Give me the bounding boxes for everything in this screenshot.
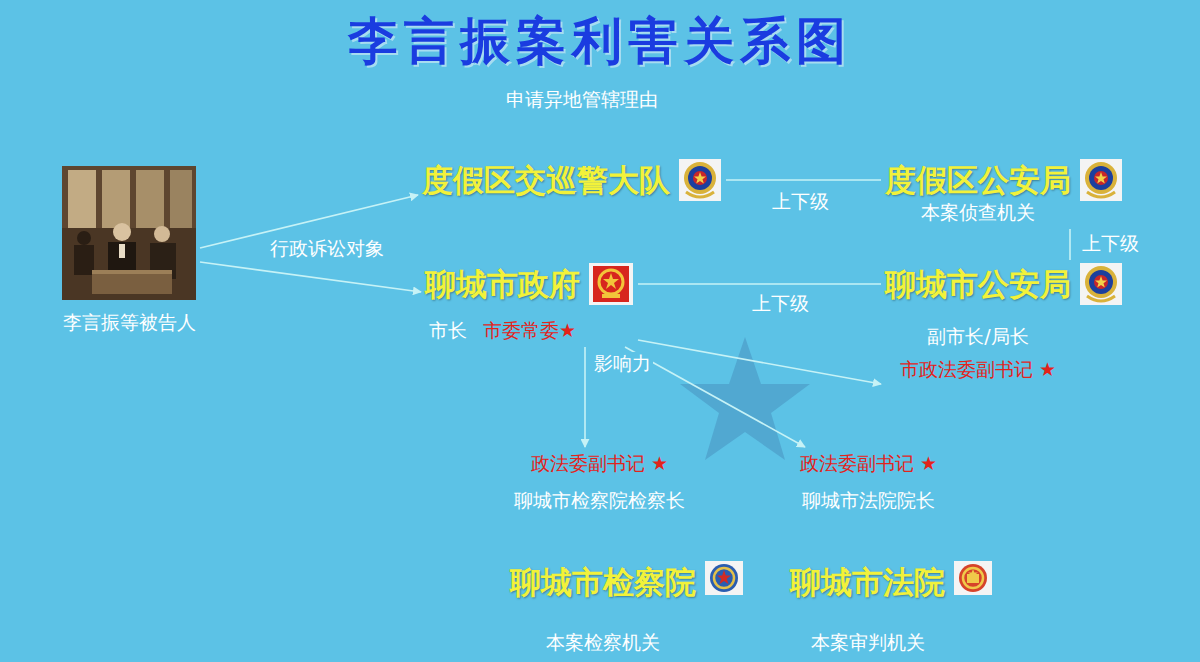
emblem-symbol — [1079, 262, 1123, 306]
text-row: 李言振等被告人 — [63, 310, 196, 335]
emblem-icon — [678, 158, 722, 206]
organ-name: 聊城市政府 — [425, 264, 580, 304]
text-row: 本案检察机关 — [546, 630, 660, 655]
emblem-icon — [704, 560, 744, 600]
emblem-symbol — [678, 158, 722, 202]
node-column: 聊城市法院本案审判机关 — [790, 562, 945, 655]
emblem-symbol — [588, 262, 634, 306]
node-box: 聊城市法院本案审判机关 — [786, 558, 997, 659]
edge-label: 上下级 — [770, 190, 831, 214]
party-post: 政法委副书记 ★ — [800, 451, 937, 476]
emblem-icon — [1079, 262, 1123, 310]
node-column: 政法委副书记 ★ 聊城市检察院检察长 — [514, 451, 685, 513]
node-box: 政法委副书记 ★ 聊城市检察院检察长 — [510, 447, 689, 517]
role-note: 副市长/局长 — [927, 324, 1028, 349]
connector-line — [638, 283, 881, 285]
party-post: 政法委副书记 ★ — [531, 451, 668, 476]
node-box: 政法委副书记 ★ 聊城市法院院长 — [796, 447, 941, 517]
node-column: 度假区交巡警大队 — [422, 160, 670, 200]
text-row: 度假区公安局 — [885, 160, 1071, 200]
courtroom-illustration — [62, 166, 196, 300]
connector-line — [1069, 229, 1071, 260]
node-box: 聊城市检察院本案检察机关 — [506, 558, 748, 659]
text-row: 聊城市检察院 — [510, 562, 696, 602]
edge-label: 上下级 — [1080, 232, 1141, 256]
role-note: 本案侦查机关 — [921, 200, 1035, 225]
node-column: 政法委副书记 ★ 聊城市法院院长 — [800, 451, 937, 513]
edge-label: 上下级 — [750, 292, 811, 316]
node-box: 度假区交巡警大队 — [418, 156, 726, 210]
connector-line — [584, 347, 586, 447]
party-post: 市委常委★ — [483, 318, 576, 343]
emblem-symbol — [953, 560, 993, 596]
edge-label: 影响力 — [592, 352, 653, 376]
node-column: 聊城市政府市长市委常委★ — [425, 264, 580, 343]
text-row: 度假区交巡警大队 — [422, 160, 670, 200]
node-column: 度假区公安局本案侦查机关 — [885, 160, 1071, 225]
node-box: 聊城市政府市长市委常委★ — [421, 260, 638, 347]
node-box: 度假区公安局本案侦查机关 — [881, 156, 1127, 229]
organ-name: 度假区公安局 — [885, 160, 1071, 200]
emblem-icon — [1079, 158, 1123, 206]
text-row: 政法委副书记 ★ — [800, 451, 937, 476]
subtitle-label: 申请异地管辖理由 — [506, 88, 658, 112]
role-note: 聊城市检察院检察长 — [514, 488, 685, 513]
role-note: 本案检察机关 — [546, 630, 660, 655]
organ-name: 聊城市公安局 — [885, 264, 1071, 304]
organ-name: 聊城市法院 — [790, 562, 945, 602]
edge-label: 行政诉讼对象 — [268, 237, 386, 261]
role-note: 本案审判机关 — [811, 630, 925, 655]
watermark-star — [680, 337, 810, 460]
node-column: 李言振等被告人 — [62, 166, 196, 335]
connector-line — [638, 340, 881, 384]
connector-line — [200, 262, 421, 292]
emblem-icon — [588, 262, 634, 310]
connector-line — [726, 179, 881, 181]
emblem-symbol — [1079, 158, 1123, 202]
organ-name: 度假区交巡警大队 — [422, 160, 670, 200]
party-post: 市政法委副书记 ★ — [900, 357, 1056, 382]
text-row: 本案审判机关 — [811, 630, 925, 655]
text-row: 市政法委副书记 ★ — [900, 357, 1056, 382]
defendant-photo — [62, 166, 196, 304]
text-row: 市长市委常委★ — [429, 318, 576, 343]
emblem-symbol — [704, 560, 744, 596]
text-row: 聊城市政府 — [425, 264, 580, 304]
text-row: 聊城市法院 — [790, 562, 945, 602]
emblem-icon — [953, 560, 993, 600]
organ-name: 聊城市检察院 — [510, 562, 696, 602]
node-column: 聊城市检察院本案检察机关 — [510, 562, 696, 655]
diagram-title: 李言振案利害关系图 — [0, 8, 1200, 75]
node-box: 聊城市公安局副市长/局长市政法委副书记 ★ — [881, 260, 1127, 386]
text-row: 聊城市检察院检察长 — [514, 488, 685, 513]
text-row: 聊城市公安局 — [885, 264, 1071, 304]
text-row: 政法委副书记 ★ — [531, 451, 668, 476]
text-row: 副市长/局长 — [927, 324, 1028, 349]
role-note: 市长 — [429, 318, 467, 343]
role-note: 聊城市法院院长 — [802, 488, 935, 513]
text-row: 聊城市法院院长 — [802, 488, 935, 513]
node-column: 聊城市公安局副市长/局长市政法委副书记 ★ — [885, 264, 1071, 382]
role-note: 李言振等被告人 — [63, 310, 196, 335]
text-row: 本案侦查机关 — [921, 200, 1035, 225]
node-box: 李言振等被告人 — [58, 162, 200, 339]
